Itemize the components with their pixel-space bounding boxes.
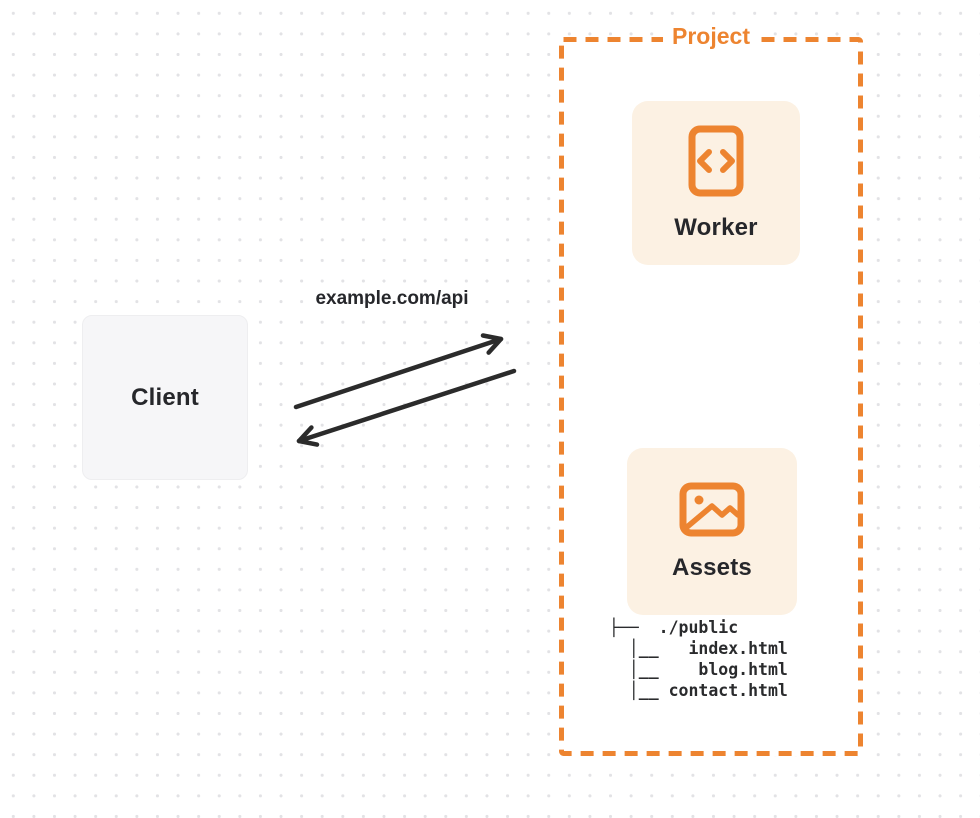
assets-node: Assets xyxy=(627,448,797,615)
request-arrow xyxy=(293,333,504,410)
client-label: Client xyxy=(131,383,199,411)
worker-node: Worker xyxy=(632,101,800,265)
request-url-label: example.com/api xyxy=(315,288,469,309)
response-arrow xyxy=(296,368,517,447)
project-title: Project xyxy=(663,21,759,51)
project-container: Project Worker Assets ├── ./public │__ i… xyxy=(559,21,863,756)
code-file-icon xyxy=(688,125,744,196)
client-node: Client xyxy=(82,315,248,480)
image-icon xyxy=(679,482,745,536)
worker-label: Worker xyxy=(674,213,758,241)
assets-label: Assets xyxy=(672,553,752,581)
file-tree: ├── ./public │__ index.html │__ blog.htm… xyxy=(609,618,788,700)
